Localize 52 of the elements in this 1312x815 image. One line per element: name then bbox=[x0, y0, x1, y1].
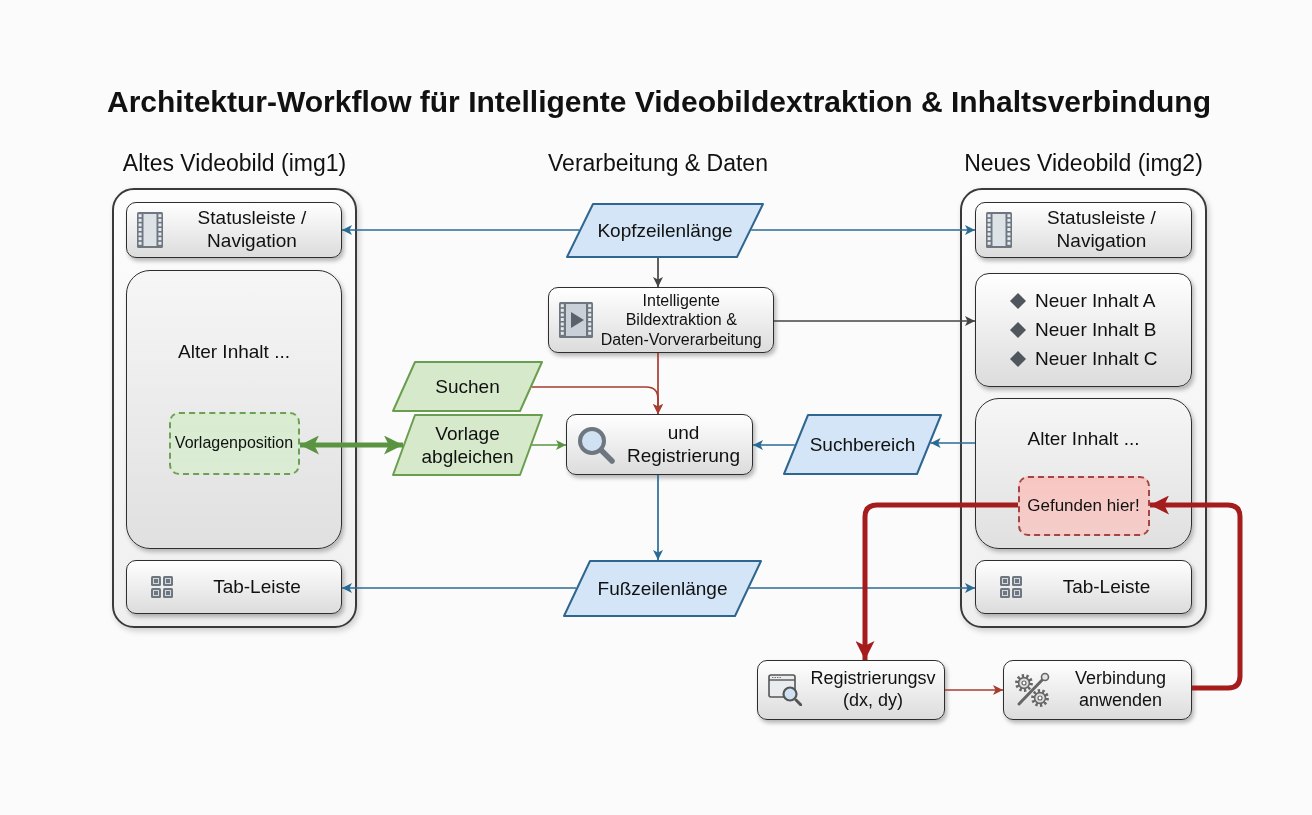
process-box bbox=[757, 660, 945, 720]
process-box bbox=[126, 202, 342, 258]
content-area bbox=[126, 270, 342, 549]
process-box bbox=[566, 414, 753, 475]
step-label: Statusleiste / Navigation bbox=[196, 207, 308, 253]
arrow bbox=[944, 685, 1004, 695]
arrow bbox=[653, 257, 663, 288]
step-label: Neuer Inhalt A bbox=[1035, 290, 1156, 312]
content-area bbox=[975, 273, 1192, 387]
step-label: Tab-Leiste bbox=[212, 575, 302, 599]
panel-heading: Neues Videobild (img2) bbox=[964, 150, 1203, 176]
step-label: Suchbereich bbox=[809, 433, 916, 456]
arrow bbox=[341, 583, 578, 593]
match-region bbox=[1017, 475, 1150, 536]
step-label: Gefunden hier! bbox=[1027, 495, 1140, 516]
step-label: Intelligente Bildextraktion & Daten-Vorverarbeitung bbox=[600, 290, 763, 350]
step-label: Tab-Leiste bbox=[1061, 575, 1152, 599]
step-label: Fußzeilenlänge bbox=[597, 577, 728, 600]
step-label: Neuer Inhalt B bbox=[1035, 319, 1157, 341]
template-region bbox=[168, 411, 300, 475]
step-label: Kopfzeilenlänge bbox=[597, 219, 733, 242]
step-label: Neuer Inhalt C bbox=[1035, 348, 1158, 370]
process-box bbox=[975, 202, 1192, 258]
arrow bbox=[750, 225, 976, 235]
arrow bbox=[752, 440, 796, 450]
step-label: Vorlagenposition bbox=[174, 433, 294, 453]
arrow bbox=[1150, 495, 1243, 691]
content-area bbox=[975, 398, 1192, 549]
process-box bbox=[975, 560, 1192, 614]
arrow bbox=[855, 502, 1018, 660]
step-label: und Registrierung bbox=[626, 421, 741, 468]
process-box bbox=[1003, 660, 1192, 720]
process-box bbox=[548, 287, 774, 353]
arrow bbox=[773, 316, 976, 326]
arrow bbox=[748, 583, 976, 593]
arrow bbox=[530, 386, 663, 415]
panel-heading: Altes Videobild (img1) bbox=[122, 150, 347, 176]
arrow bbox=[929, 438, 976, 448]
arrow bbox=[653, 474, 663, 561]
arrow bbox=[531, 440, 567, 450]
step-label: Alter Inhalt ... bbox=[1027, 428, 1140, 450]
step-label: Vorlage abgleichen bbox=[420, 422, 515, 468]
double-arrow bbox=[300, 435, 403, 455]
step-label: Suchen bbox=[435, 375, 500, 398]
column-heading: Verarbeitung & Daten bbox=[548, 150, 768, 176]
diagram-title: Architektur-Workflow für Intelligente Videobildextraktion & Inhaltsverbindung bbox=[107, 84, 1211, 120]
step-label: Registrierungsv (dx, dy) bbox=[809, 668, 937, 712]
step-label: Verbindung anwenden bbox=[1073, 668, 1168, 712]
step-label: Statusleiste / Navigation bbox=[1046, 207, 1157, 253]
process-box bbox=[126, 560, 342, 614]
step-label: Alter Inhalt ... bbox=[178, 341, 290, 363]
arrow bbox=[341, 225, 581, 235]
